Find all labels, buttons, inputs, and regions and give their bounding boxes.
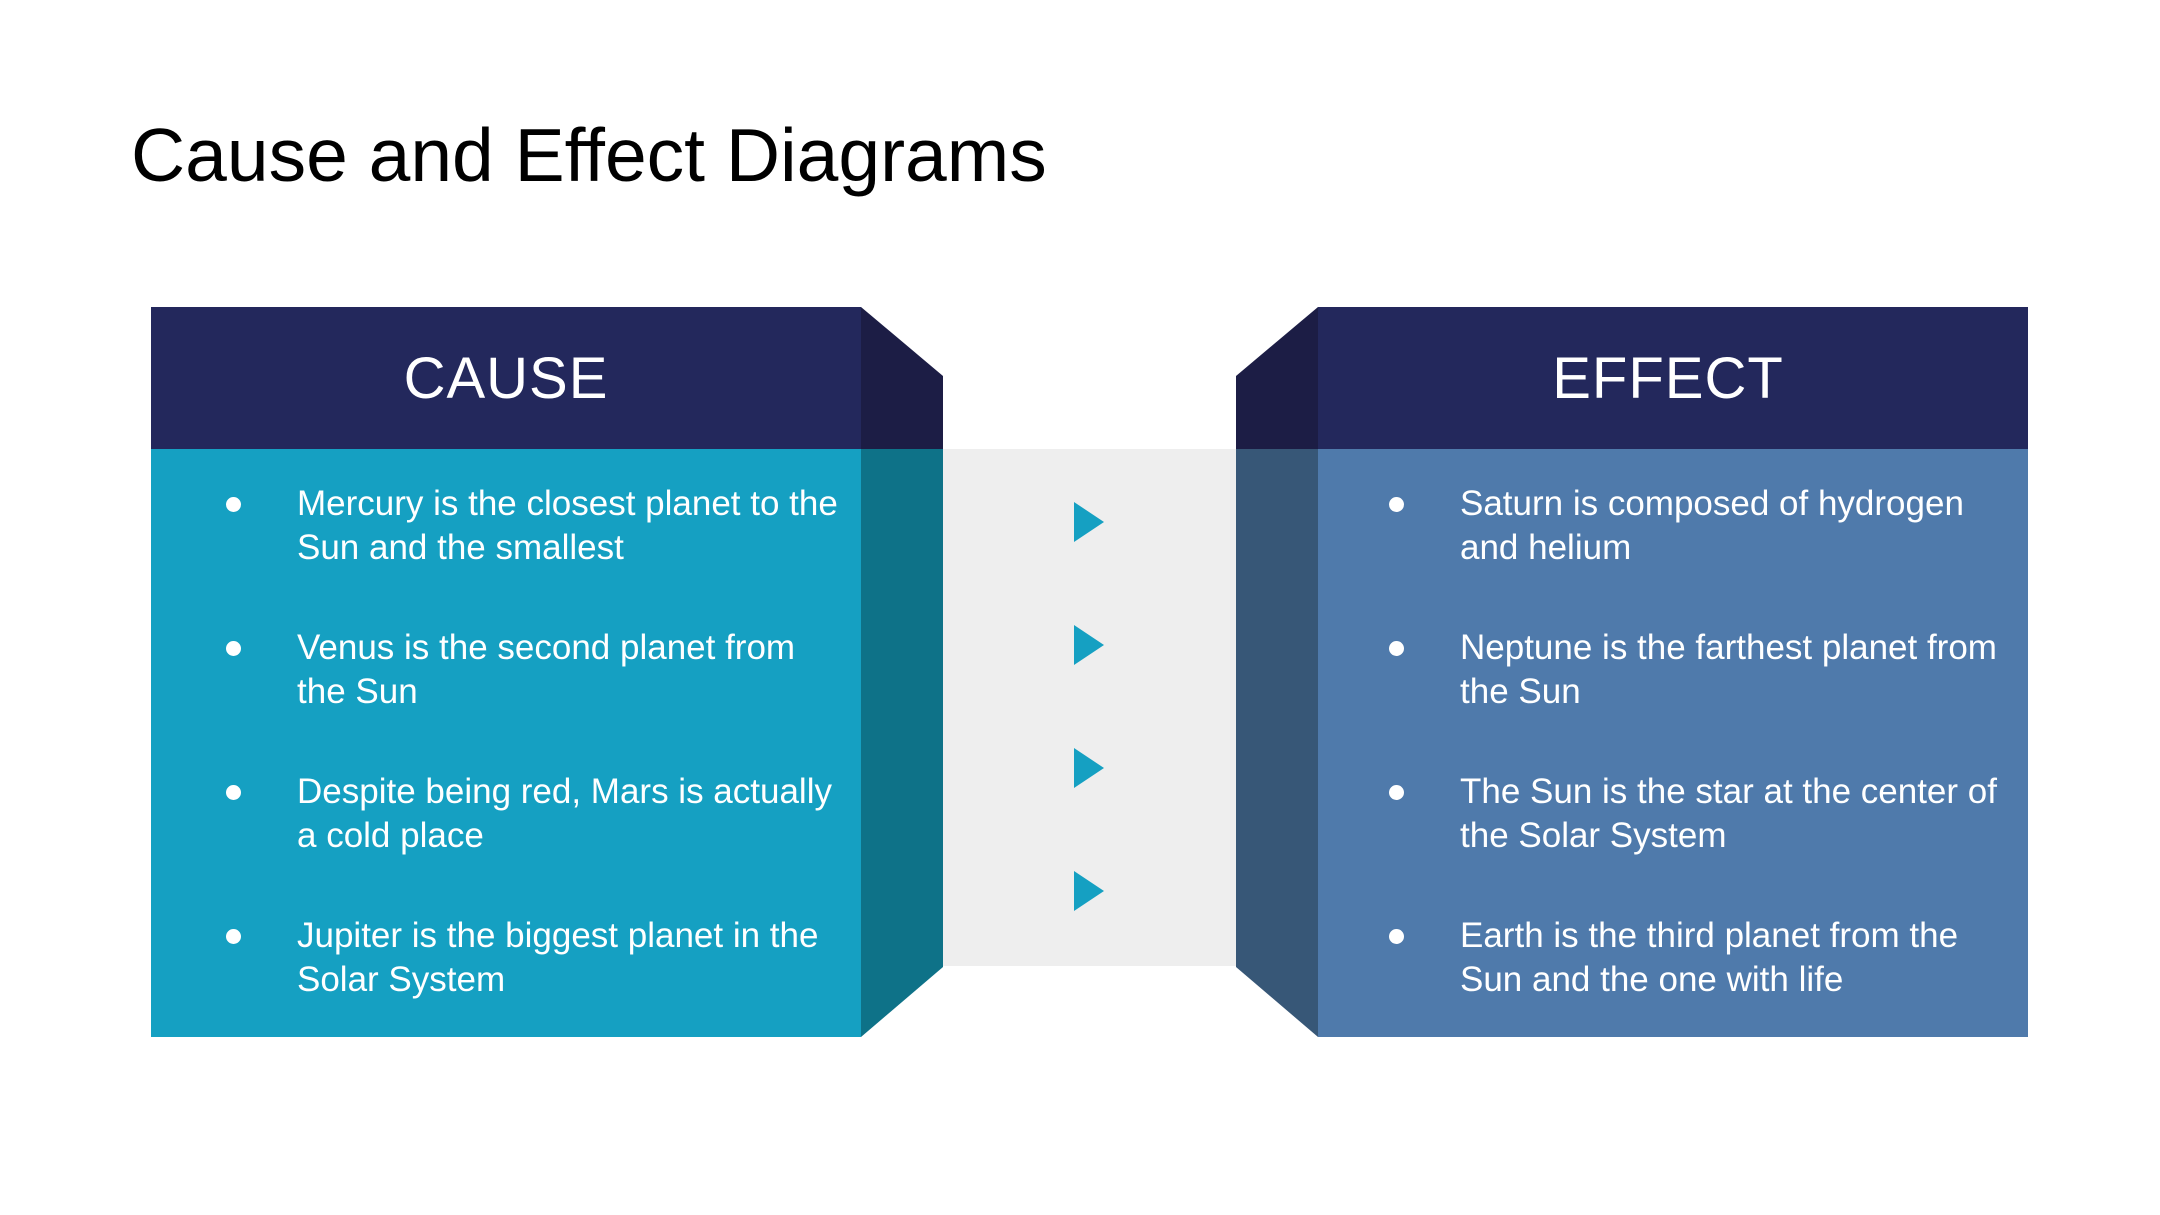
cause-item: Mercury is the closest planet to the Sun… <box>226 482 846 570</box>
effect-body-block <box>1318 449 2028 1037</box>
effect-header-bevel <box>1236 307 1318 449</box>
cause-header-bevel <box>861 307 943 449</box>
effect-list: Saturn is composed of hydrogen and heliu… <box>1389 482 2009 1058</box>
cause-header-block <box>151 307 861 449</box>
bullet-icon <box>226 929 241 944</box>
cause-item-text: Venus is the second planet from the Sun <box>297 628 796 711</box>
page-title: Cause and Effect Diagrams <box>131 113 1047 197</box>
bullet-icon <box>1389 929 1404 944</box>
cause-item-text: Jupiter is the biggest planet in the Sol… <box>297 916 819 999</box>
bullet-icon <box>1389 785 1404 800</box>
effect-item-text: Neptune is the farthest planet from the … <box>1460 628 1997 711</box>
effect-item: The Sun is the star at the center of the… <box>1389 770 2009 858</box>
play-arrow-icon <box>1074 502 1104 542</box>
effect-item-text: Saturn is composed of hydrogen and heliu… <box>1460 484 1964 567</box>
cause-item: Jupiter is the biggest planet in the Sol… <box>226 914 846 1002</box>
effect-item: Earth is the third planet from the Sun a… <box>1389 914 2009 1002</box>
bullet-icon <box>1389 641 1404 656</box>
effect-item: Saturn is composed of hydrogen and heliu… <box>1389 482 2009 570</box>
bullet-icon <box>226 497 241 512</box>
cause-item: Venus is the second planet from the Sun <box>226 626 846 714</box>
play-arrow-icon <box>1074 871 1104 911</box>
cause-item-text: Despite being red, Mars is actually a co… <box>297 772 832 855</box>
effect-header-block <box>1318 307 2028 449</box>
cause-list: Mercury is the closest planet to the Sun… <box>226 482 846 1058</box>
effect-item: Neptune is the farthest planet from the … <box>1389 626 2009 714</box>
effect-body-bevel <box>1236 449 1318 1037</box>
play-arrow-icon <box>1074 748 1104 788</box>
cause-item: Despite being red, Mars is actually a co… <box>226 770 846 858</box>
cause-body-bevel <box>861 449 943 1037</box>
effect-item-text: Earth is the third planet from the Sun a… <box>1460 916 1959 999</box>
play-arrow-icon <box>1074 625 1104 665</box>
bullet-icon <box>226 641 241 656</box>
cause-title: CAUSE <box>403 345 609 411</box>
connector-band <box>940 449 1237 966</box>
bullet-icon <box>226 785 241 800</box>
bullet-icon <box>1389 497 1404 512</box>
cause-item-text: Mercury is the closest planet to the Sun… <box>297 484 838 567</box>
effect-title: EFFECT <box>1552 345 1784 411</box>
cause-body-block <box>151 449 861 1037</box>
effect-item-text: The Sun is the star at the center of the… <box>1460 772 1997 855</box>
